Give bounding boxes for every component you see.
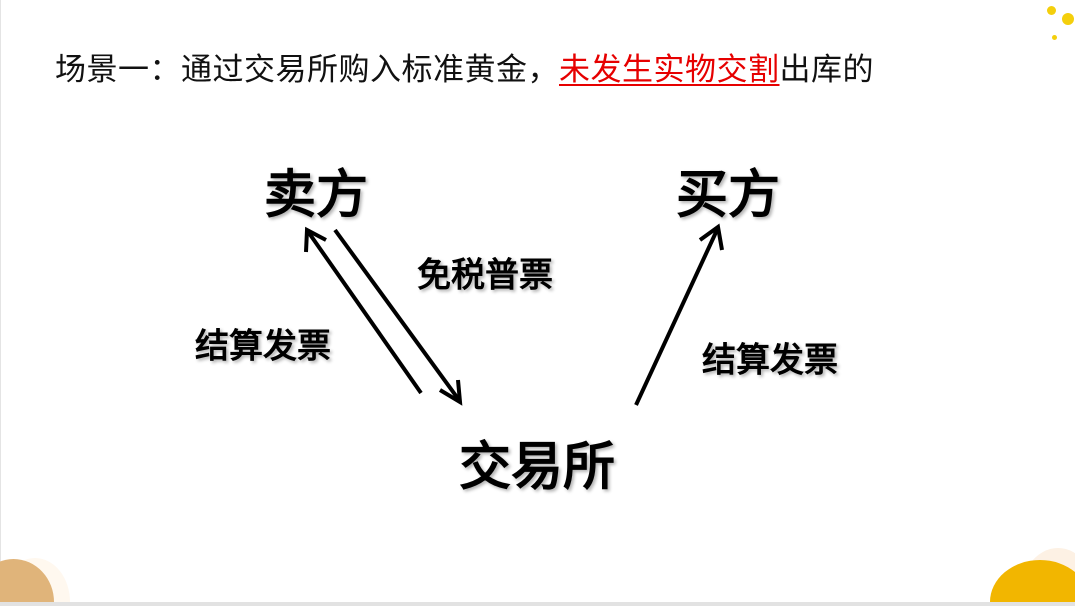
settlement-invoice-label-left: 结算发票: [195, 326, 331, 367]
slide-title: 场景一：通过交易所购入标准黄金，未发生实物交割出库的: [55, 44, 874, 89]
title-highlight: 未发生实物交割: [559, 52, 780, 88]
arrow-head: [698, 223, 724, 251]
buyer-node: 买方: [675, 165, 781, 226]
arrow-seller-to-exchange: [333, 228, 461, 402]
arrow-head: [438, 379, 463, 406]
seller-node: 卖方: [263, 165, 369, 226]
decor-dot: [1062, 13, 1074, 25]
tax-free-invoice-label: 免税普票: [417, 255, 553, 296]
bottom-bar: [0, 602, 1075, 606]
title-suffix: 出库的: [779, 52, 874, 88]
exchange-node: 交易所: [458, 437, 616, 498]
decor-dot: [1047, 6, 1056, 15]
title-prefix: 场景一：通过交易所购入标准黄金，: [55, 52, 559, 88]
arrow-exchange-to-seller: [307, 231, 423, 395]
arrow-head: [304, 226, 327, 253]
decor-dot: [1052, 35, 1057, 40]
arrow-exchange-to-buyer: [634, 229, 719, 406]
settlement-invoice-label-right: 结算发票: [702, 340, 838, 381]
